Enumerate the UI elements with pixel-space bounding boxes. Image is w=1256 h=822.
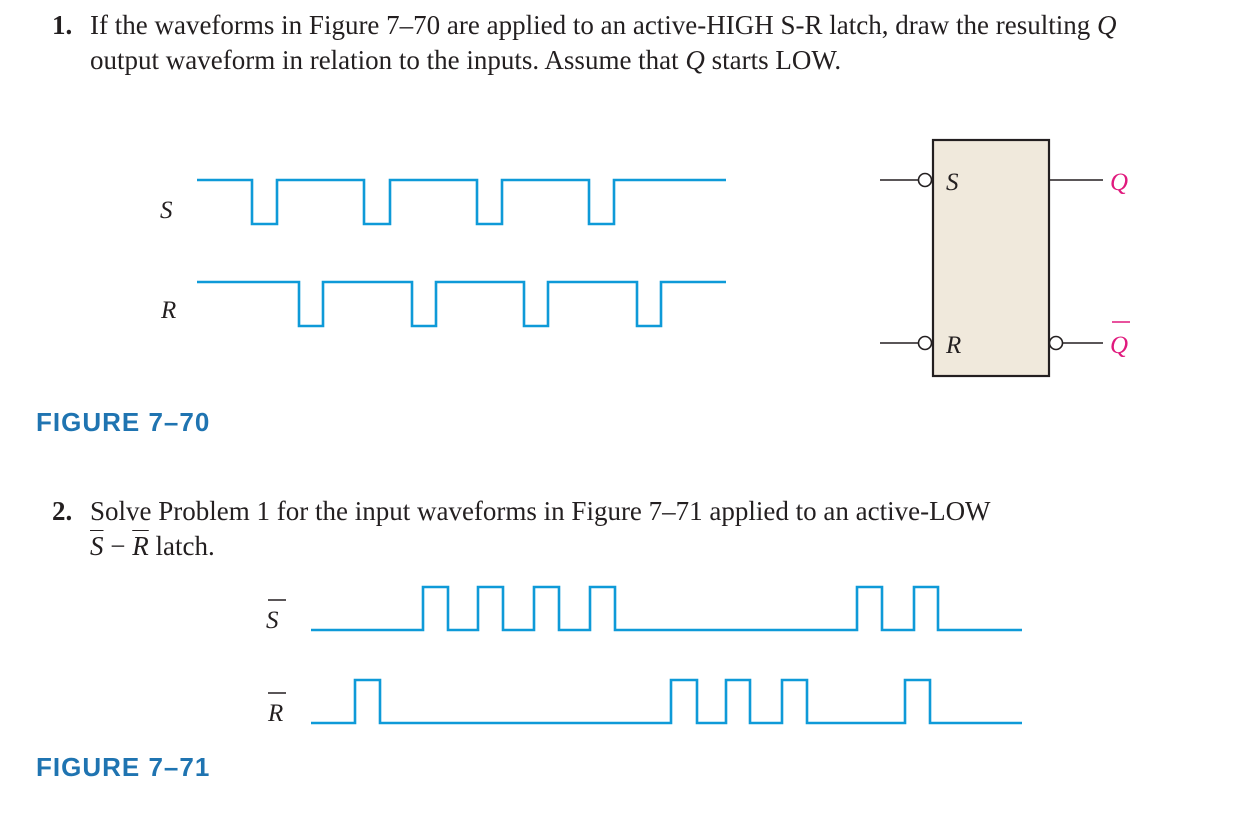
figure-7-71-caption: FIGURE 7–71 bbox=[36, 752, 211, 782]
problem-2-number: 2. bbox=[52, 496, 73, 526]
latch-s-bubble bbox=[917, 172, 933, 188]
fig71-s-bar-waveform bbox=[311, 585, 1022, 632]
problem-1-text-b: output waveform in relation to the input… bbox=[90, 45, 686, 75]
problem-2-line-2-end: latch. bbox=[148, 531, 215, 561]
latch-q-output-label: Q bbox=[1110, 169, 1128, 196]
fig70-s-waveform bbox=[197, 178, 726, 226]
problem-2-s-bar: S bbox=[90, 531, 104, 561]
problem-1-text: If the waveforms in Figure 7–70 are appl… bbox=[90, 8, 1252, 78]
latch-box bbox=[931, 138, 1051, 378]
fig71-r-bar-waveform bbox=[311, 678, 1022, 725]
fig70-s-label: S bbox=[160, 197, 173, 224]
problem-1-q-symbol: Q bbox=[1096, 10, 1117, 40]
problem-1-text-a: If the waveforms in Figure 7–70 are appl… bbox=[90, 10, 1097, 40]
fig71-s-bar-label: S bbox=[266, 607, 279, 634]
problem-2-dash: − bbox=[103, 531, 133, 561]
fig70-r-waveform bbox=[197, 280, 726, 328]
fig70-r-label: R bbox=[160, 297, 176, 324]
problem-1-q-symbol-2: Q bbox=[685, 45, 705, 75]
latch-s-input-label: S bbox=[946, 169, 959, 196]
problem-2: 2. Solve Problem 1 for the input wavefor… bbox=[52, 494, 1202, 564]
figure-7-70-caption: FIGURE 7–70 bbox=[36, 407, 211, 437]
problem-1-number: 1. bbox=[52, 10, 73, 40]
problem-2-line-1: Solve Problem 1 for the input waveforms … bbox=[90, 496, 991, 526]
problem-1: 1. If the waveforms in Figure 7–70 are a… bbox=[52, 8, 1252, 78]
fig71-r-bar-label: R bbox=[267, 700, 283, 727]
latch-r-input-label: R bbox=[945, 332, 961, 359]
latch-q-not-bubble bbox=[1048, 335, 1064, 351]
latch-q-not-output-label: Q bbox=[1110, 332, 1128, 359]
latch-r-bubble bbox=[917, 335, 933, 351]
sr-latch-symbol: S R Q Q bbox=[880, 138, 1130, 378]
problem-1-text-c: starts LOW. bbox=[704, 45, 842, 75]
problem-2-text: Solve Problem 1 for the input waveforms … bbox=[90, 494, 1202, 564]
problem-2-r-bar: R bbox=[132, 531, 149, 561]
